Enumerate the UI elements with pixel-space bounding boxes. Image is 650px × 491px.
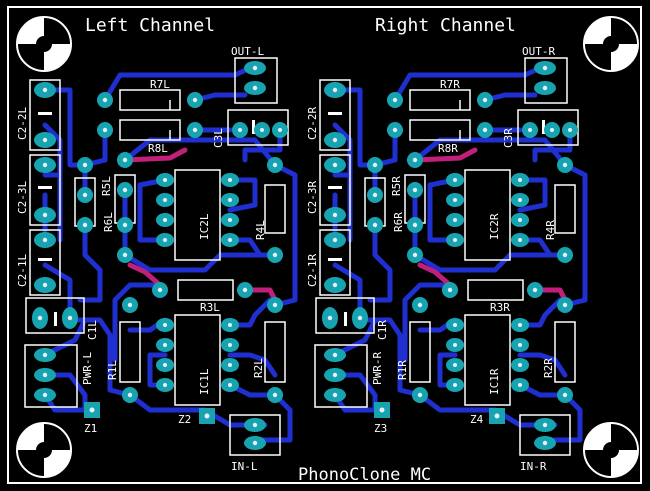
left-channel-heading: Left Channel [85, 15, 215, 36]
label-c2-1r: C2-1R [306, 254, 319, 287]
label-in-r: IN-R [520, 460, 547, 473]
label-out-r: OUT-R [522, 45, 555, 58]
label-z4: Z4 [470, 413, 484, 426]
label-r6l: R6L [102, 212, 115, 232]
label-c2-3r: C2-3R [306, 181, 319, 214]
label-z2: Z2 [178, 413, 191, 426]
label-ic2r: IC2R [488, 213, 501, 240]
label-r3l: R3L [200, 301, 220, 314]
label-z3: Z3 [374, 422, 387, 435]
label-z1: Z1 [84, 422, 97, 435]
label-r7l: R7L [150, 78, 170, 91]
label-c3l: C3L [212, 128, 225, 148]
label-c3r: C3R [502, 128, 515, 148]
label-pwr-r: PWR-R [371, 352, 384, 385]
label-r8l: R8L [148, 142, 168, 155]
label-r2l: R2L [252, 358, 265, 378]
label-r6r: R6R [392, 212, 405, 232]
label-r1r: R1R [396, 360, 409, 380]
label-c2-1l: C2-1L [16, 254, 29, 287]
label-out-l: OUT-L [231, 45, 264, 58]
mounting-hole-bottom-left [16, 422, 72, 478]
label-c2-2r: C2-2R [306, 107, 319, 140]
label-r4l: R4L [254, 220, 267, 240]
label-r1l: R1L [106, 360, 119, 380]
label-pwr-l: PWR-L [81, 352, 94, 385]
mounting-hole-top-right [583, 16, 639, 72]
label-ic1l: IC1L [198, 368, 211, 395]
mounting-hole-bottom-right [583, 422, 639, 478]
label-r5r: R5R [390, 176, 403, 196]
label-ic1r: IC1R [488, 368, 501, 395]
label-c1l: C1L [86, 320, 99, 340]
label-ic2l: IC2L [198, 213, 211, 240]
label-in-l: IN-L [231, 460, 258, 473]
right-channel-heading: Right Channel [375, 15, 516, 36]
label-r4r: R4R [544, 220, 557, 240]
label-r7r: R7R [440, 78, 460, 91]
label-r2r: R2R [542, 358, 555, 378]
label-c2-2l: C2-2L [16, 107, 29, 140]
label-c1r: C1R [376, 320, 389, 340]
label-r8r: R8R [438, 142, 458, 155]
label-r3r: R3R [490, 301, 510, 314]
mounting-hole-top-left [16, 16, 72, 72]
label-r5l: R5L [100, 176, 113, 196]
board-title: PhonoClone MC [298, 465, 431, 485]
label-c2-3l: C2-3L [16, 181, 29, 214]
